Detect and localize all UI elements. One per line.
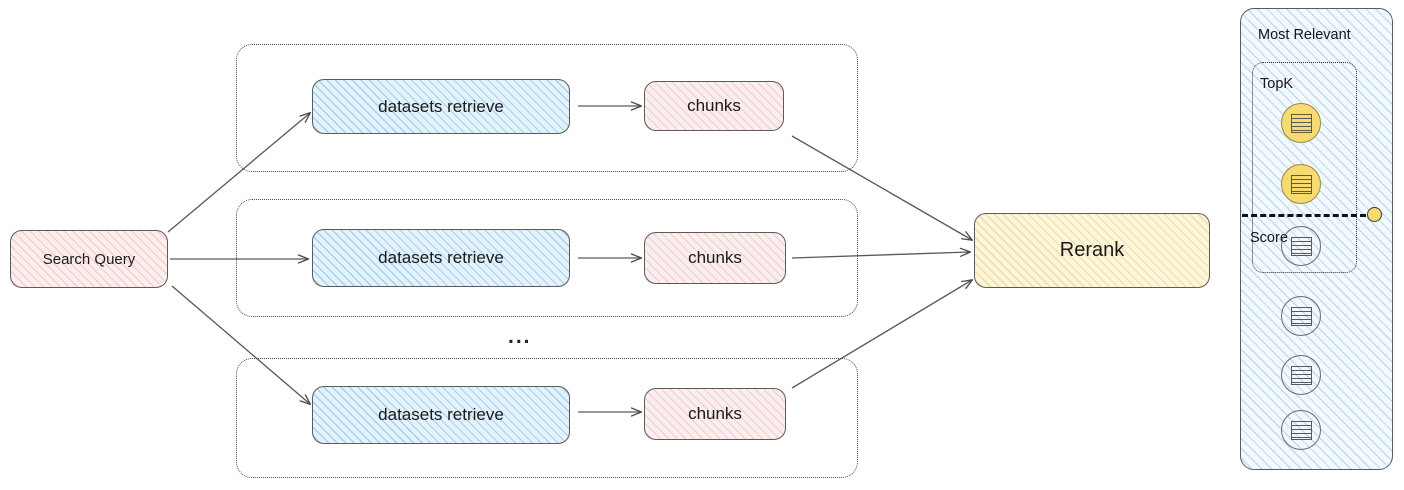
edge-chunks2-to-rerank: [791, 247, 972, 259]
rerank-node[interactable]: Rerank: [974, 213, 1210, 288]
datasets-retrieve-label-1: datasets retrieve: [378, 96, 504, 116]
chunks-node-3[interactable]: chunks: [644, 388, 786, 440]
search-query-label: Search Query: [42, 250, 136, 268]
cutoff-knob[interactable]: [1367, 207, 1382, 222]
chunks-label-1: chunks: [687, 96, 741, 115]
document-icon: [1290, 174, 1312, 194]
lane-ellipsis: ...: [508, 325, 532, 348]
edge-chunks3-to-rerank: [791, 279, 974, 389]
topk-cutoff-divider: [1242, 214, 1366, 217]
document-icon: [1290, 365, 1312, 385]
panel-title: Most Relevant: [1258, 27, 1351, 43]
result-doc-4[interactable]: [1281, 296, 1321, 336]
chunks-node-1[interactable]: chunks: [644, 81, 784, 131]
datasets-retrieve-fill-2: [312, 229, 570, 287]
retrieval-lane-3: [236, 358, 858, 478]
document-icon: [1290, 306, 1312, 326]
datasets-retrieve-node-1[interactable]: datasets retrieve: [312, 79, 570, 134]
document-icon: [1290, 420, 1312, 440]
result-doc-2[interactable]: [1281, 164, 1321, 204]
result-doc-1[interactable]: [1281, 103, 1321, 143]
chunks-fill-3: [644, 388, 786, 440]
rerank-border: [974, 213, 1210, 288]
result-doc-6[interactable]: [1281, 410, 1321, 450]
chunks-label-2: chunks: [688, 248, 742, 267]
document-icon: [1290, 113, 1312, 133]
datasets-retrieve-node-2[interactable]: datasets retrieve: [312, 229, 570, 287]
chunks-border-1: [644, 81, 784, 131]
datasets-retrieve-border-3: [312, 386, 570, 444]
result-doc-3[interactable]: [1281, 226, 1321, 266]
datasets-retrieve-fill-3: [312, 386, 570, 444]
result-doc-5[interactable]: [1281, 355, 1321, 395]
document-icon: [1290, 236, 1312, 256]
datasets-retrieve-node-3[interactable]: datasets retrieve: [312, 386, 570, 444]
retrieval-lane-1: [236, 44, 858, 172]
search-query-fill: [10, 230, 168, 288]
chunks-border-3: [644, 388, 786, 440]
datasets-retrieve-border-1: [312, 79, 570, 134]
retrieval-lane-2: [236, 199, 858, 317]
search-query-node[interactable]: Search Query: [10, 230, 168, 288]
rerank-label: Rerank: [1059, 239, 1125, 261]
topk-label: TopK: [1260, 76, 1294, 92]
chunks-label-3: chunks: [688, 404, 742, 423]
score-label: Score: [1250, 230, 1288, 246]
edge-query-to-lane1: [167, 112, 312, 233]
datasets-retrieve-label-3: datasets retrieve: [378, 405, 504, 424]
datasets-retrieve-border-2: [312, 229, 570, 287]
chunks-fill-2: [644, 232, 786, 284]
datasets-retrieve-label-2: datasets retrieve: [378, 248, 504, 267]
datasets-retrieve-fill-1: [312, 79, 570, 134]
edge-query-to-lane3: [171, 285, 312, 405]
topk-group: [1252, 62, 1357, 273]
rerank-fill: [974, 213, 1210, 288]
chunks-fill-1: [644, 81, 784, 131]
search-query-border: [10, 230, 168, 288]
edge-chunks1-to-rerank: [791, 135, 974, 241]
chunks-border-2: [644, 232, 786, 284]
chunks-node-2[interactable]: chunks: [644, 232, 786, 284]
